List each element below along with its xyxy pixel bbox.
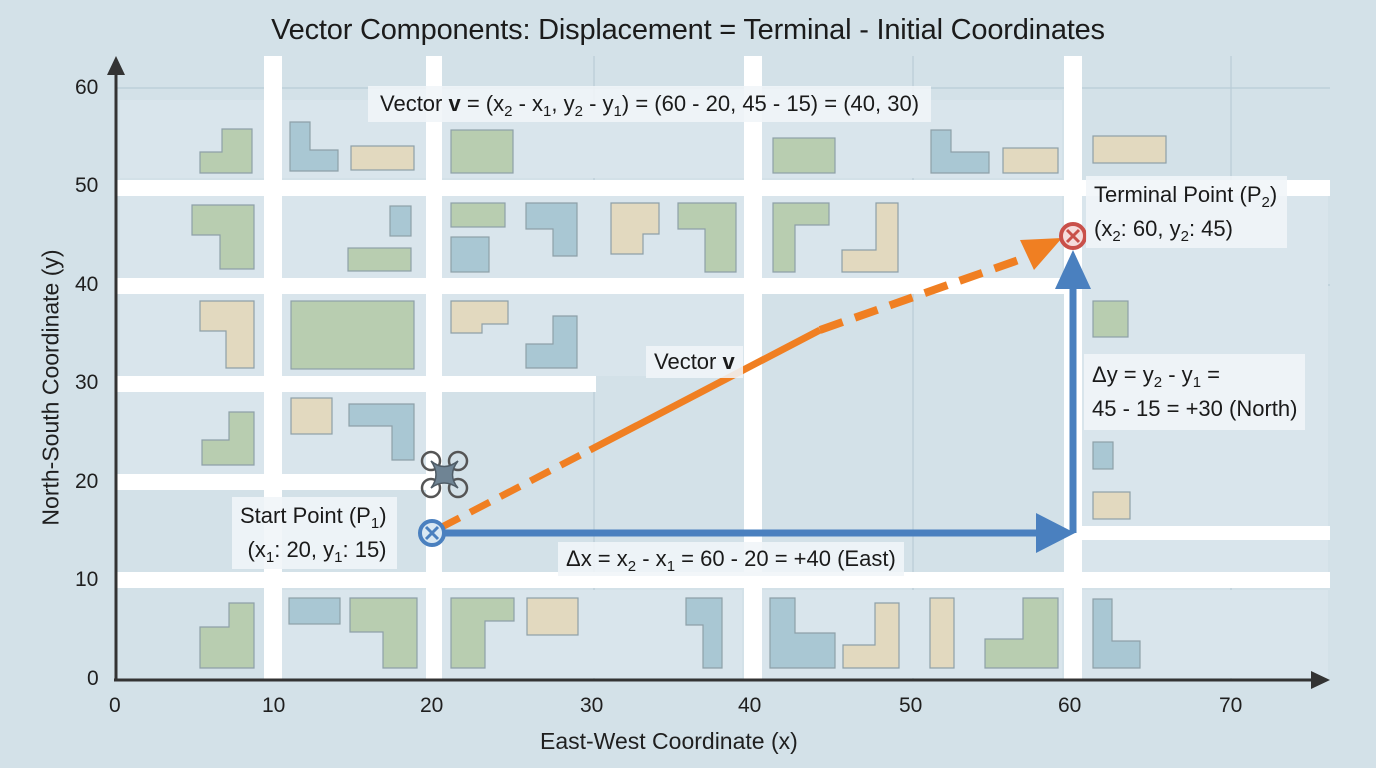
x-tick-40: 40 [738, 694, 762, 717]
y-tick-20: 20 [75, 470, 99, 493]
start-point-marker-icon [418, 519, 446, 547]
dx-component-arrow [440, 513, 1075, 553]
y-axis-arrow-icon [107, 56, 125, 75]
axes [114, 70, 1316, 682]
x-tick-0: 0 [109, 694, 121, 717]
drone-icon [420, 450, 469, 499]
page-title: Vector Components: Displacement = Termin… [271, 14, 1105, 46]
y-tick-30: 30 [75, 371, 99, 394]
y-tick-10: 10 [75, 568, 99, 591]
y-axis-title: North-South Coordinate (y) [37, 249, 64, 526]
y-tick-50: 50 [75, 174, 99, 197]
x-axis-title: East-West Coordinate (x) [540, 728, 798, 754]
x-tick-70: 70 [1219, 694, 1243, 717]
dx-label: Δx = x2 - x1 = 60 - 20 = +40 (East) [558, 542, 904, 576]
x-axis-arrow-icon [1311, 671, 1330, 689]
x-tick-50: 50 [899, 694, 923, 717]
dy-component-arrow [1055, 250, 1091, 533]
vector-v-label: Vector v [646, 346, 743, 378]
x-tick-10: 10 [262, 694, 286, 717]
buildings [191, 121, 1167, 669]
terminal-point-label: Terminal Point (P2) (x2: 60, y2: 45) [1086, 176, 1288, 248]
y-tick-40: 40 [75, 273, 99, 296]
x-tick-30: 30 [580, 694, 604, 717]
y-tick-0: 0 [87, 667, 99, 690]
terminal-point-marker-icon [1059, 222, 1087, 250]
dy-label: Δy = y2 - y1 = 45 - 15 = +30 (North) [1084, 354, 1306, 430]
start-point-label: Start Point (P1) (x1: 20, y1: 15) [232, 497, 397, 569]
x-tick-20: 20 [420, 694, 444, 717]
x-tick-60: 60 [1058, 694, 1082, 717]
y-tick-60: 60 [75, 76, 99, 99]
formula-label: Vector v = (x2 - x1, y2 - y1) = (60 - 20… [368, 86, 932, 122]
vector-v-arrow [438, 238, 1062, 532]
